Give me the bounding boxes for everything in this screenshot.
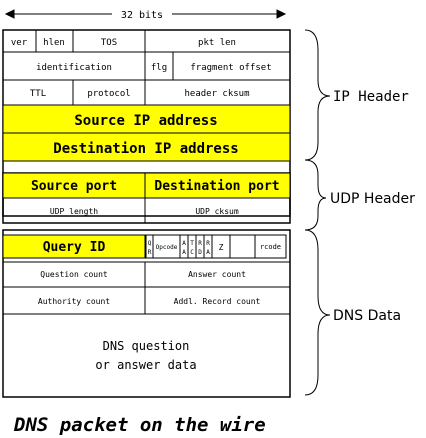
aa-flag-bottom: A (182, 249, 186, 256)
ra-flag-top: R (206, 240, 210, 247)
dns-question-line1: DNS question (103, 339, 190, 353)
hlen-field: hlen (43, 38, 65, 48)
query-id-label: Query ID (43, 240, 106, 255)
answer-count-field: Answer count (188, 270, 246, 279)
source-ip-label: Source IP address (74, 113, 217, 129)
udp-cksum-field: UDP cksum (195, 207, 239, 216)
identification-field: identification (36, 63, 112, 73)
udp-header-bracket (304, 159, 327, 231)
aa-flag-top: A (182, 240, 186, 247)
ip-header-label: IP Header (333, 89, 409, 105)
header-cksum-field: header cksum (184, 89, 249, 99)
qr-flag-top: Q (148, 240, 152, 247)
query-id-field (2, 234, 146, 259)
destination-port-field (144, 172, 291, 199)
bit-width-indicator (4, 9, 287, 19)
ver-field: ver (11, 38, 28, 48)
tc-flag-bottom: C (190, 249, 194, 256)
tos-field: TOS (101, 38, 117, 48)
source-port-label: Source port (31, 179, 117, 194)
fragment-offset-field: fragment offset (190, 63, 271, 73)
source-ip-field (2, 104, 291, 134)
source-port-field (2, 172, 146, 199)
right-arrowhead-icon (276, 9, 287, 19)
protocol-field: protocol (87, 89, 130, 99)
opcode-field: Opcode (156, 244, 178, 251)
rd-flag-bottom: D (198, 249, 202, 256)
udp-header-label: UDP Header (330, 191, 415, 207)
tc-flag-top: T (190, 240, 194, 247)
dest-ip-field (2, 132, 291, 162)
ra-flag-bottom: A (206, 249, 210, 256)
width-label: 32 bits (121, 10, 163, 21)
qr-flag-bottom: R (148, 249, 152, 256)
addl-record-count-field: Addl. Record count (174, 297, 261, 306)
dest-ip-label: Destination IP address (53, 141, 238, 157)
rcode-field: rcode (260, 243, 281, 251)
destination-port-label: Destination port (154, 179, 279, 194)
flg-field: flg (151, 63, 167, 73)
ip-header-bracket (304, 29, 331, 161)
dns-data-bracket (304, 229, 331, 396)
dns-flags-grid (145, 234, 287, 259)
diagram-caption: DNS packet on the wire (13, 414, 266, 436)
ttl-field: TTL (30, 89, 46, 99)
udp-length-field: UDP length (50, 207, 98, 216)
pkt-len-field: pkt len (198, 38, 236, 48)
rd-flag-top: R (198, 240, 202, 247)
dns-question-line2: or answer data (95, 358, 196, 372)
dns-data-grid (2, 229, 291, 398)
z-field: Z (219, 243, 224, 252)
question-count-field: Question count (40, 270, 108, 279)
left-arrowhead-icon (4, 9, 15, 19)
dns-data-label: DNS Data (333, 308, 401, 324)
authority-count-field: Authority count (38, 297, 110, 306)
